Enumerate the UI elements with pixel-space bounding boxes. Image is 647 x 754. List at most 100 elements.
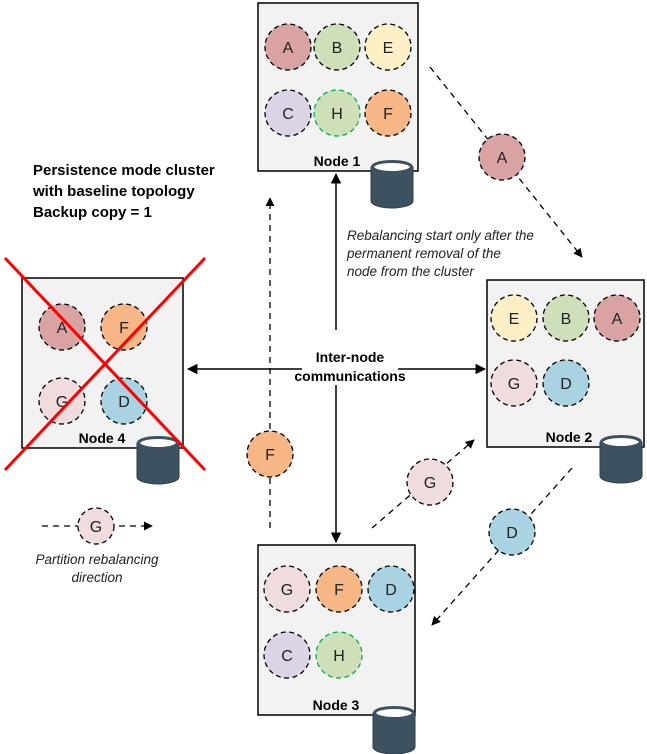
node1-partition-c: C: [264, 89, 312, 137]
moving-partition-f-letter: F: [265, 447, 275, 464]
center-label-line-1: Inter-node: [316, 349, 385, 365]
rebalance-note-line-2: permanent removal of the: [346, 246, 501, 261]
legend-line-2: direction: [71, 570, 122, 585]
node1-partition-e-letter: E: [383, 40, 394, 57]
heading-line-1: Persistence mode cluster: [33, 162, 215, 179]
moving-partitions: A F G D: [246, 133, 536, 556]
node2-partition-g-letter: G: [508, 376, 520, 393]
node1-partition-c-letter: C: [282, 106, 294, 123]
moving-partition-g-letter: G: [424, 475, 436, 492]
node1-partition-b: B: [313, 23, 361, 71]
node4-label: Node 4: [79, 430, 126, 446]
node4-storage-icon: [136, 436, 180, 485]
node2-partition-e-circle: [490, 294, 538, 342]
node2-partition-a: A: [593, 294, 641, 342]
diagram-heading: Persistence mode cluster with baseline t…: [32, 162, 215, 221]
moving-partition-a: A: [478, 133, 526, 181]
moving-partition-d-circle: [488, 508, 536, 556]
node3-partition-d: D: [367, 565, 415, 613]
node3-partition-g: G: [263, 565, 311, 613]
legend-partition-letter: G: [90, 519, 102, 536]
node1-partition-f: F: [364, 89, 412, 137]
node2-group: E B A G D Node 2: [486, 279, 645, 484]
node3-partition-f: F: [315, 565, 363, 613]
node3-partition-f-letter: F: [334, 582, 344, 599]
node4-partition-a-circle: [38, 303, 86, 351]
node1-partition-b-circle: [313, 23, 361, 71]
moving-partition-g-circle: [406, 458, 454, 506]
center-label: Inter-node communications: [294, 349, 405, 384]
node2-partition-e: E: [490, 294, 538, 342]
node1-partition-f-circle: [364, 89, 412, 137]
rebalance-note: Rebalancing start only after the permane…: [346, 228, 534, 279]
node3-partition-h-letter: H: [333, 648, 345, 665]
legend-line-1: Partition rebalancing: [35, 552, 159, 567]
node2-label: Node 2: [546, 429, 593, 445]
node1-partition-c-circle: [264, 89, 312, 137]
node1-partition-a-letter: A: [283, 40, 294, 57]
node2-storage-icon-body: [599, 441, 643, 484]
node3-partition-g-letter: G: [281, 582, 293, 599]
node2-partition-a-letter: A: [612, 311, 623, 328]
move-path-d: [431, 467, 573, 626]
node4-partition-a-letter: A: [57, 320, 68, 337]
node2-partition-d-circle: [542, 359, 590, 407]
legend-partition-circle: [77, 507, 115, 545]
node1-label: Node 1: [314, 153, 361, 169]
node4-partition-a: A: [38, 303, 86, 351]
node1-storage-icon: [370, 160, 414, 209]
node1-partition-b-letter: B: [332, 40, 343, 57]
node2-partition-b: B: [542, 294, 590, 342]
node1-storage-icon-body: [370, 166, 414, 209]
node3-partition-c-circle: [263, 631, 311, 679]
heading-line-2: with baseline topology: [32, 183, 195, 200]
node2-partition-e-letter: E: [509, 311, 520, 328]
node3-partition-d-circle: [367, 565, 415, 613]
node4-partition-g-circle: [38, 377, 86, 425]
node4-storage-icon-top: [137, 436, 179, 450]
rebalance-note-line-1: Rebalancing start only after the: [347, 228, 534, 243]
moving-partition-a-letter: A: [497, 150, 508, 167]
node1-partition-h-circle: [313, 89, 361, 137]
node3-storage-icon: [372, 706, 416, 754]
node4-partition-f-letter: F: [119, 320, 129, 337]
node3-partition-h: H: [315, 631, 363, 679]
node4-failed-cross-icon: [3, 256, 207, 472]
node1-partition-h-letter: H: [331, 106, 343, 123]
cross-stroke-2: [3, 256, 207, 472]
node3-label: Node 3: [313, 697, 360, 713]
node3-partition-f-circle: [315, 565, 363, 613]
node4-partition-d-circle: [100, 377, 148, 425]
node2-partition-g-circle: [490, 359, 538, 407]
node4-partition-d: D: [100, 377, 148, 425]
node1-partition-h: H: [313, 89, 361, 137]
node3-storage-icon-top: [373, 706, 415, 720]
node2-storage-icon-top: [600, 435, 642, 449]
node2-partition-b-letter: B: [561, 311, 572, 328]
moving-partition-d-letter: D: [506, 525, 518, 542]
moving-partition-g: G: [406, 458, 454, 506]
moving-partition-f: F: [246, 430, 294, 478]
rebalance-note-line-3: node from the cluster: [347, 264, 474, 279]
node4-storage-icon-body: [136, 442, 180, 485]
communication-links: [186, 172, 487, 544]
node4-partition-d-letter: D: [118, 394, 130, 411]
node3-partition-h-circle: [315, 631, 363, 679]
node1-group: A B E C H F Node 1: [257, 2, 419, 209]
node3-partition-d-letter: D: [385, 582, 397, 599]
node2-partition-b-circle: [542, 294, 590, 342]
node4-partition-f: F: [100, 303, 148, 351]
node3-partition-g-circle: [263, 565, 311, 613]
moving-partition-a-circle: [478, 133, 526, 181]
node2-storage-icon: [599, 435, 643, 484]
heading-line-3: Backup copy = 1: [33, 204, 152, 221]
node2-partition-d-letter: D: [560, 376, 572, 393]
node2-partition-a-circle: [593, 294, 641, 342]
node1-partition-e-circle: [364, 23, 412, 71]
node1-partition-f-letter: F: [383, 106, 393, 123]
moving-partition-d: D: [488, 508, 536, 556]
moving-partition-f-circle: [246, 430, 294, 478]
